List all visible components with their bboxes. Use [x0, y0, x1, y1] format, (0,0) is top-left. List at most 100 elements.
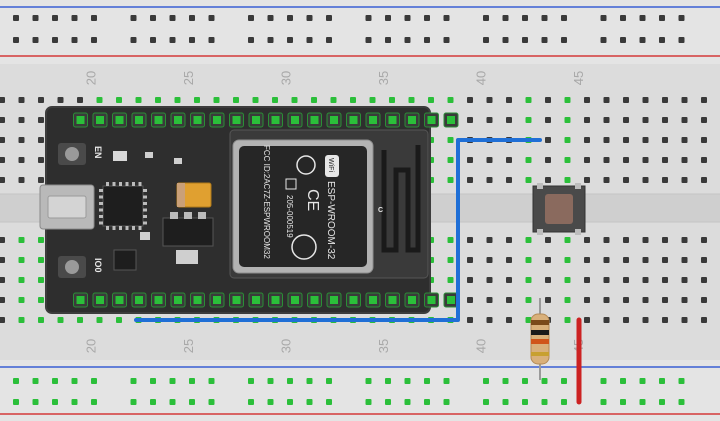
breadboard-hole[interactable]: [525, 177, 532, 183]
breadboard-hole[interactable]: [564, 277, 571, 283]
breadboard-hole[interactable]: [662, 317, 668, 323]
rail-hole[interactable]: [267, 15, 274, 21]
breadboard-hole[interactable]: [525, 97, 532, 103]
breadboard-hole[interactable]: [603, 317, 610, 323]
rail-hole[interactable]: [287, 399, 293, 405]
rail-hole[interactable]: [483, 399, 489, 405]
rail-hole[interactable]: [267, 399, 274, 405]
breadboard-hole[interactable]: [662, 97, 668, 103]
rail-hole[interactable]: [639, 399, 646, 405]
rail-hole[interactable]: [71, 378, 78, 384]
breadboard-hole[interactable]: [467, 237, 473, 243]
breadboard-hole[interactable]: [642, 157, 649, 163]
rail-hole[interactable]: [130, 37, 137, 43]
rail-hole[interactable]: [189, 378, 195, 384]
rail-hole[interactable]: [522, 15, 528, 21]
rail-hole[interactable]: [483, 15, 489, 21]
breadboard-hole[interactable]: [525, 277, 532, 283]
breadboard-hole[interactable]: [662, 137, 668, 143]
breadboard-hole[interactable]: [486, 257, 493, 263]
rail-hole[interactable]: [443, 15, 450, 21]
breadboard-hole[interactable]: [291, 97, 298, 103]
breadboard-hole[interactable]: [447, 157, 454, 163]
breadboard-hole[interactable]: [525, 237, 532, 243]
rail-hole[interactable]: [443, 378, 450, 384]
rail-hole[interactable]: [385, 37, 391, 43]
rail-hole[interactable]: [600, 37, 607, 43]
breadboard-hole[interactable]: [467, 157, 473, 163]
rail-hole[interactable]: [267, 378, 274, 384]
rail-hole[interactable]: [208, 399, 215, 405]
rail-hole[interactable]: [561, 399, 567, 405]
rail-hole[interactable]: [502, 399, 509, 405]
rail-hole[interactable]: [208, 15, 215, 21]
breadboard-hole[interactable]: [681, 157, 688, 163]
rail-hole[interactable]: [32, 399, 39, 405]
wire-blue[interactable]: [134, 138, 542, 322]
breadboard-hole[interactable]: [584, 117, 590, 123]
rail-hole[interactable]: [541, 37, 548, 43]
breadboard-hole[interactable]: [233, 97, 239, 103]
breadboard-hole[interactable]: [603, 277, 610, 283]
breadboard-hole[interactable]: [545, 177, 551, 183]
breadboard-hole[interactable]: [38, 297, 44, 303]
pushbutton[interactable]: [532, 183, 586, 235]
rail-hole[interactable]: [150, 15, 156, 21]
breadboard-hole[interactable]: [135, 97, 142, 103]
breadboard-hole[interactable]: [681, 237, 688, 243]
rail-hole[interactable]: [306, 37, 313, 43]
breadboard-hole[interactable]: [447, 237, 454, 243]
breadboard-hole[interactable]: [545, 257, 551, 263]
breadboard-hole[interactable]: [623, 237, 629, 243]
breadboard-hole[interactable]: [564, 137, 571, 143]
breadboard-hole[interactable]: [38, 237, 44, 243]
rail-hole[interactable]: [52, 15, 58, 21]
rail-hole[interactable]: [424, 15, 430, 21]
breadboard-hole[interactable]: [681, 97, 688, 103]
breadboard-hole[interactable]: [116, 97, 122, 103]
breadboard-hole[interactable]: [701, 177, 707, 183]
breadboard-hole[interactable]: [564, 97, 571, 103]
pushbutton-cap[interactable]: [545, 194, 573, 224]
rail-hole[interactable]: [71, 37, 78, 43]
rail-hole[interactable]: [522, 37, 528, 43]
breadboard-hole[interactable]: [18, 157, 25, 163]
rail-hole[interactable]: [620, 399, 626, 405]
breadboard-hole[interactable]: [506, 257, 512, 263]
breadboard-hole[interactable]: [545, 97, 551, 103]
rail-hole[interactable]: [659, 378, 665, 384]
breadboard-hole[interactable]: [447, 137, 454, 143]
breadboard-hole[interactable]: [701, 237, 707, 243]
breadboard-hole[interactable]: [584, 97, 590, 103]
breadboard-hole[interactable]: [642, 137, 649, 143]
breadboard-hole[interactable]: [564, 237, 571, 243]
breadboard-hole[interactable]: [369, 97, 376, 103]
breadboard-hole[interactable]: [642, 177, 649, 183]
breadboard-hole[interactable]: [0, 237, 5, 243]
rail-hole[interactable]: [169, 37, 176, 43]
rail-hole[interactable]: [600, 15, 607, 21]
rail-hole[interactable]: [248, 378, 254, 384]
breadboard-hole[interactable]: [467, 297, 473, 303]
breadboard-hole[interactable]: [38, 277, 44, 283]
breadboard-hole[interactable]: [467, 277, 473, 283]
breadboard-hole[interactable]: [623, 97, 629, 103]
breadboard-hole[interactable]: [525, 297, 532, 303]
breadboard-hole[interactable]: [681, 177, 688, 183]
breadboard-hole[interactable]: [18, 317, 25, 323]
breadboard-hole[interactable]: [642, 97, 649, 103]
breadboard-hole[interactable]: [174, 97, 181, 103]
breadboard-hole[interactable]: [662, 157, 668, 163]
breadboard-hole[interactable]: [701, 297, 707, 303]
breadboard-hole[interactable]: [545, 137, 551, 143]
breadboard-hole[interactable]: [701, 157, 707, 163]
breadboard-hole[interactable]: [603, 117, 610, 123]
breadboard-hole[interactable]: [603, 97, 610, 103]
breadboard-hole[interactable]: [38, 157, 44, 163]
breadboard-hole[interactable]: [486, 157, 493, 163]
breadboard-hole[interactable]: [642, 117, 649, 123]
breadboard-hole[interactable]: [506, 97, 512, 103]
rail-hole[interactable]: [385, 378, 391, 384]
rail-hole[interactable]: [150, 378, 156, 384]
breadboard-hole[interactable]: [681, 297, 688, 303]
